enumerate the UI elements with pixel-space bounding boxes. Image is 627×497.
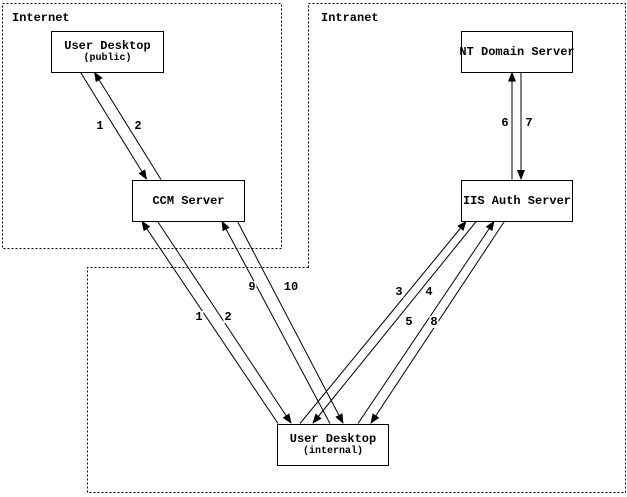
- node-user-desktop-public-title: User Desktop: [64, 39, 151, 53]
- edge-label-5: 5: [404, 315, 414, 329]
- arrow-1-internal-desktop-to-ccm: [141, 220, 279, 424]
- node-user-desktop-internal-subtitle: (internal): [302, 446, 363, 457]
- intranet-and-internal-region-border: [87, 3, 626, 493]
- edge-label-2-internal: 2: [223, 310, 233, 324]
- internet-region-label: Internet: [11, 11, 71, 25]
- arrow-9-internal-desktop-to-ccm: [221, 220, 331, 424]
- edge-label-9: 9: [247, 280, 257, 294]
- arrow-3-internal-desktop-to-iis: [299, 220, 467, 424]
- edge-label-1-internal: 1: [194, 310, 204, 324]
- edge-label-6: 6: [500, 116, 510, 130]
- edge-label-7: 7: [524, 116, 534, 130]
- edge-label-3: 3: [394, 285, 404, 299]
- node-iis-auth-server-title: IIS Auth Server: [462, 193, 572, 208]
- arrow-4-iis-to-internal-desktop: [312, 220, 478, 424]
- arrow-5-internal-desktop-to-iis: [357, 220, 495, 424]
- node-nt-domain-server: NT Domain Server: [459, 31, 575, 73]
- edge-label-1-public: 1: [95, 119, 105, 133]
- intranet-region-label: Intranet: [320, 11, 380, 25]
- node-ccm-server: CCM Server: [132, 180, 245, 222]
- arrow-10-ccm-to-internal-desktop: [236, 220, 344, 424]
- node-user-desktop-public: User Desktop (public): [51, 31, 164, 73]
- arrow-1-public-desktop-to-ccm: [79, 71, 148, 180]
- node-nt-domain-server-title: NT Domain Server: [459, 44, 575, 59]
- node-user-desktop-public-subtitle: (public): [83, 53, 132, 64]
- node-ccm-server-title: CCM Server: [152, 193, 225, 208]
- edge-label-10: 10: [282, 280, 300, 294]
- edge-label-4: 4: [424, 285, 434, 299]
- edge-label-8: 8: [429, 315, 439, 329]
- node-user-desktop-internal-title: User Desktop: [289, 432, 377, 446]
- edge-label-2-public: 2: [133, 119, 143, 133]
- node-user-desktop-internal: User Desktop (internal): [277, 424, 389, 466]
- node-iis-auth-server: IIS Auth Server: [461, 180, 573, 222]
- internet-region-border: [2, 3, 282, 249]
- arrow-2-ccm-to-public-desktop: [93, 71, 162, 180]
